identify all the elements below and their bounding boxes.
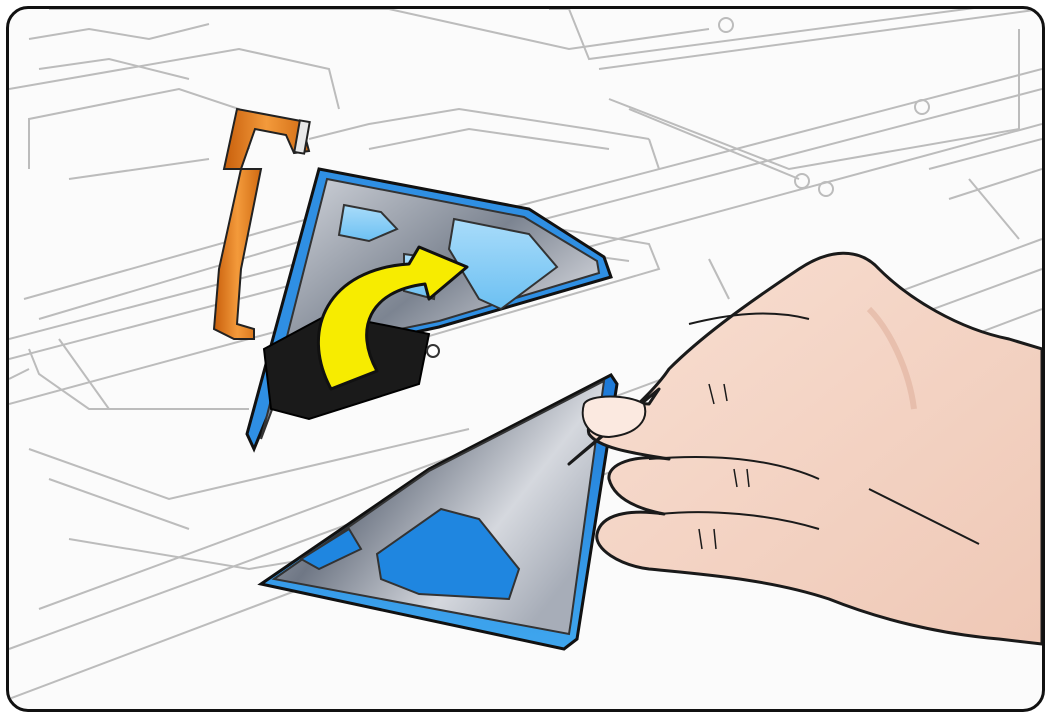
hand-icon	[569, 253, 1042, 644]
step-illustration	[9, 9, 1042, 709]
illustration-frame	[6, 6, 1045, 712]
